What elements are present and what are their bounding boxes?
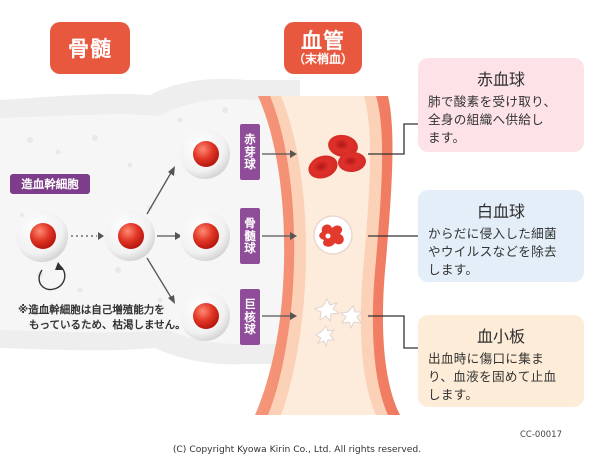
blood-vessel-subheading: （末梢血） — [292, 52, 353, 67]
megakaryocyte-label: 巨 核 球 — [240, 289, 260, 345]
stem-cell-label-text: 造血幹細胞 — [21, 177, 79, 191]
description-line: やウイルスなどを除去 — [428, 243, 557, 259]
platelet-description: 出血時に傷口に集ま り、血液を固めて止血 します。 — [428, 350, 574, 404]
myelocyte-label: 骨 髄 球 — [240, 208, 260, 264]
connector-lines — [368, 123, 418, 349]
self-renewal-arrow — [38, 265, 66, 291]
myelocyte-label-char: 骨 — [244, 215, 256, 230]
megakaryocyte-label-char: 核 — [244, 309, 256, 324]
red-blood-cell-title: 赤血球 — [476, 70, 525, 89]
stem-cell-note: ※造血幹細胞は自己増殖能力を もっているため、枯渇しません。 — [18, 303, 218, 333]
blood-vessel-heading-text: 血管 — [301, 29, 345, 54]
progenitor-cell — [105, 211, 155, 261]
description-line: り、血液を固めて止血 — [428, 368, 557, 384]
description-line: 肺で酸素を受け取り、 — [428, 94, 557, 109]
platelets — [313, 297, 364, 348]
red-blood-cell-description: 肺で酸素を受け取り、 全身の組織へ供給し ます。 — [428, 93, 574, 147]
stem-cell — [16, 210, 68, 262]
red-blood-cell-box: 赤血球 肺で酸素を受け取り、 全身の組織へ供給し ます。 — [418, 58, 584, 152]
stem-cell-label: 造血幹細胞 — [10, 174, 90, 194]
figure-code: CC-00017 — [520, 430, 562, 440]
description-line: 出血時に傷口に集ま — [428, 351, 545, 366]
description-line: します。 — [428, 386, 479, 402]
white-blood-cell-box: 白血球 からだに侵入した細菌 やウイルスなどを除去 します。 — [418, 190, 584, 282]
description-line: します。 — [428, 261, 479, 277]
megakaryocyte-label-char: 巨 — [244, 296, 256, 311]
platelet-title: 血小板 — [476, 327, 525, 346]
erythroblast-label: 赤 芽 球 — [240, 124, 260, 180]
white-blood-cell — [313, 215, 353, 255]
myelocyte-label-char: 髄 — [244, 228, 256, 243]
blood-vessel-heading: 血管 （末梢血） — [284, 22, 362, 74]
erythroblast-label-char: 赤 — [244, 131, 256, 146]
precursor-cell-myelocyte — [180, 211, 230, 261]
branch-arrows — [146, 166, 182, 304]
description-line: 全身の組織へ供給し — [428, 111, 545, 127]
blood-vessel — [255, 96, 400, 415]
red-blood-cells — [308, 134, 366, 179]
white-blood-cell-description: からだに侵入した細菌 やウイルスなどを除去 します。 — [428, 225, 574, 279]
platelet-box: 血小板 出血時に傷口に集ま り、血液を固めて止血 します。 — [418, 315, 584, 407]
megakaryocyte-label-char: 球 — [244, 322, 256, 337]
bone-marrow-heading-text: 骨髄 — [68, 37, 112, 61]
description-line: ます。 — [428, 129, 466, 145]
stem-cell-note-line2: もっているため、枯渇しません。 — [29, 319, 186, 332]
erythroblast-label-char: 球 — [244, 157, 256, 172]
self-renewal-arrowhead — [55, 262, 64, 270]
myelocyte-label-char: 球 — [244, 241, 256, 256]
release-arrows — [262, 150, 297, 320]
erythroblast-label-char: 芽 — [244, 144, 256, 159]
dotted-arrowhead — [98, 232, 104, 240]
bone-marrow-heading: 骨髄 — [50, 22, 130, 74]
white-blood-cell-title: 白血球 — [476, 202, 525, 221]
stem-cell-note-line1: ※造血幹細胞は自己増殖能力を — [18, 304, 165, 316]
copyright-notice: (C) Copyright Kyowa Kirin Co., Ltd. All … — [172, 444, 422, 455]
description-line: からだに侵入した細菌 — [428, 226, 557, 241]
precursor-cell-megakaryocyte — [180, 291, 230, 341]
precursor-cell-erythroblast — [180, 129, 230, 179]
